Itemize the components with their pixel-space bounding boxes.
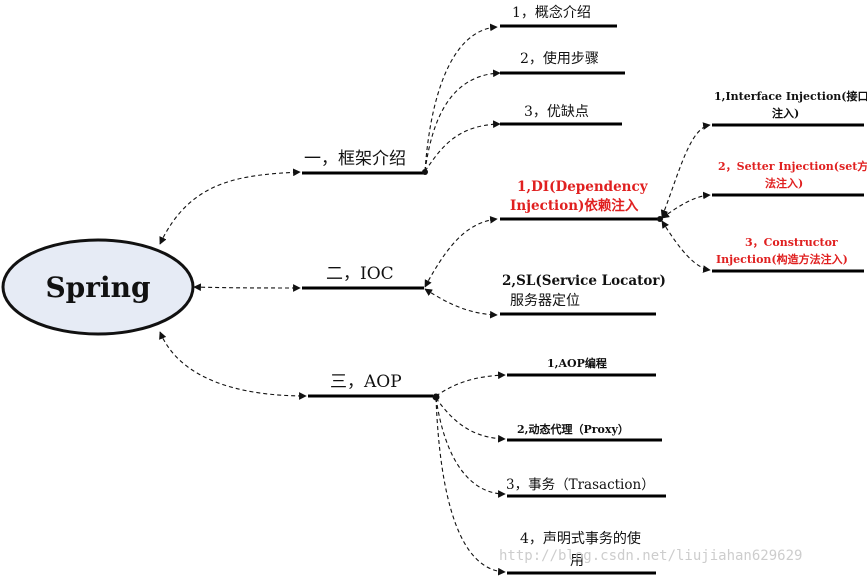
- di-child-1-line2[interactable]: 注入): [772, 106, 799, 120]
- aop-child-4-line1[interactable]: 4，声明式事务的使: [520, 530, 641, 547]
- di-child-2-line1[interactable]: 2，Setter Injection(set方: [718, 159, 867, 173]
- branch-ioc-label[interactable]: 二，IOC: [326, 264, 394, 284]
- watermark-text: http://blog.csdn.net/liujiahan629629: [499, 548, 802, 564]
- edge-root-aop: [159, 331, 307, 400]
- edge-aop-child-4: [435, 397, 506, 576]
- edge-aop-child-2: [435, 397, 506, 443]
- branch-aop-label[interactable]: 三，AOP: [330, 372, 402, 392]
- di-child-2-line2[interactable]: 法注入): [765, 176, 803, 190]
- aop-child-1-label[interactable]: 1,AOP编程: [547, 356, 607, 370]
- di-child-3-line1[interactable]: 3，Constructor: [745, 236, 838, 249]
- ioc-sl-label-line2[interactable]: 服务器定位: [510, 293, 580, 309]
- edge-aop-child-3: [435, 397, 506, 498]
- ioc-sl-label-line1[interactable]: 2,SL(Service Locator): [502, 273, 666, 289]
- aop-child-4-line2[interactable]: 用: [570, 553, 584, 569]
- ioc-di-label-line2[interactable]: Injection)依赖注入: [510, 197, 639, 214]
- aop-child-2-label[interactable]: 2,动态代理（Proxy）: [517, 422, 629, 436]
- di-child-3-line2[interactable]: Injection(构造方法注入): [716, 252, 848, 266]
- edge-aop-child-1: [435, 371, 506, 397]
- edge-ioc-sl: [424, 288, 498, 319]
- root-node-label: Spring: [45, 271, 150, 304]
- edge-root-intro: [159, 168, 301, 245]
- aop-child-3-label[interactable]: 3，事务（Trasaction）: [506, 477, 655, 493]
- edge-di-child-3: [661, 220, 711, 273]
- edge-intro-child-3: [424, 120, 501, 172]
- branch-intro-label[interactable]: 一，框架介绍: [304, 149, 406, 169]
- intro-child-2-label[interactable]: 2，使用步骤: [520, 50, 599, 67]
- di-child-1-line1[interactable]: 1,Interface Injection(接口: [714, 89, 867, 103]
- intro-child-1-label[interactable]: 1，概念介绍: [512, 4, 591, 21]
- edge-intro-child-1: [424, 23, 498, 172]
- edge-intro-child-2: [424, 69, 501, 172]
- root-node-ellipse[interactable]: [1, 238, 195, 336]
- ioc-di-label-line1[interactable]: 1,DI(Dependency: [517, 179, 649, 195]
- junction-intro: [422, 169, 428, 175]
- edge-di-child-2: [661, 191, 711, 219]
- intro-child-3-label[interactable]: 3，优缺点: [524, 104, 589, 120]
- edge-ioc-di: [424, 215, 498, 288]
- edge-root-ioc: [193, 283, 301, 292]
